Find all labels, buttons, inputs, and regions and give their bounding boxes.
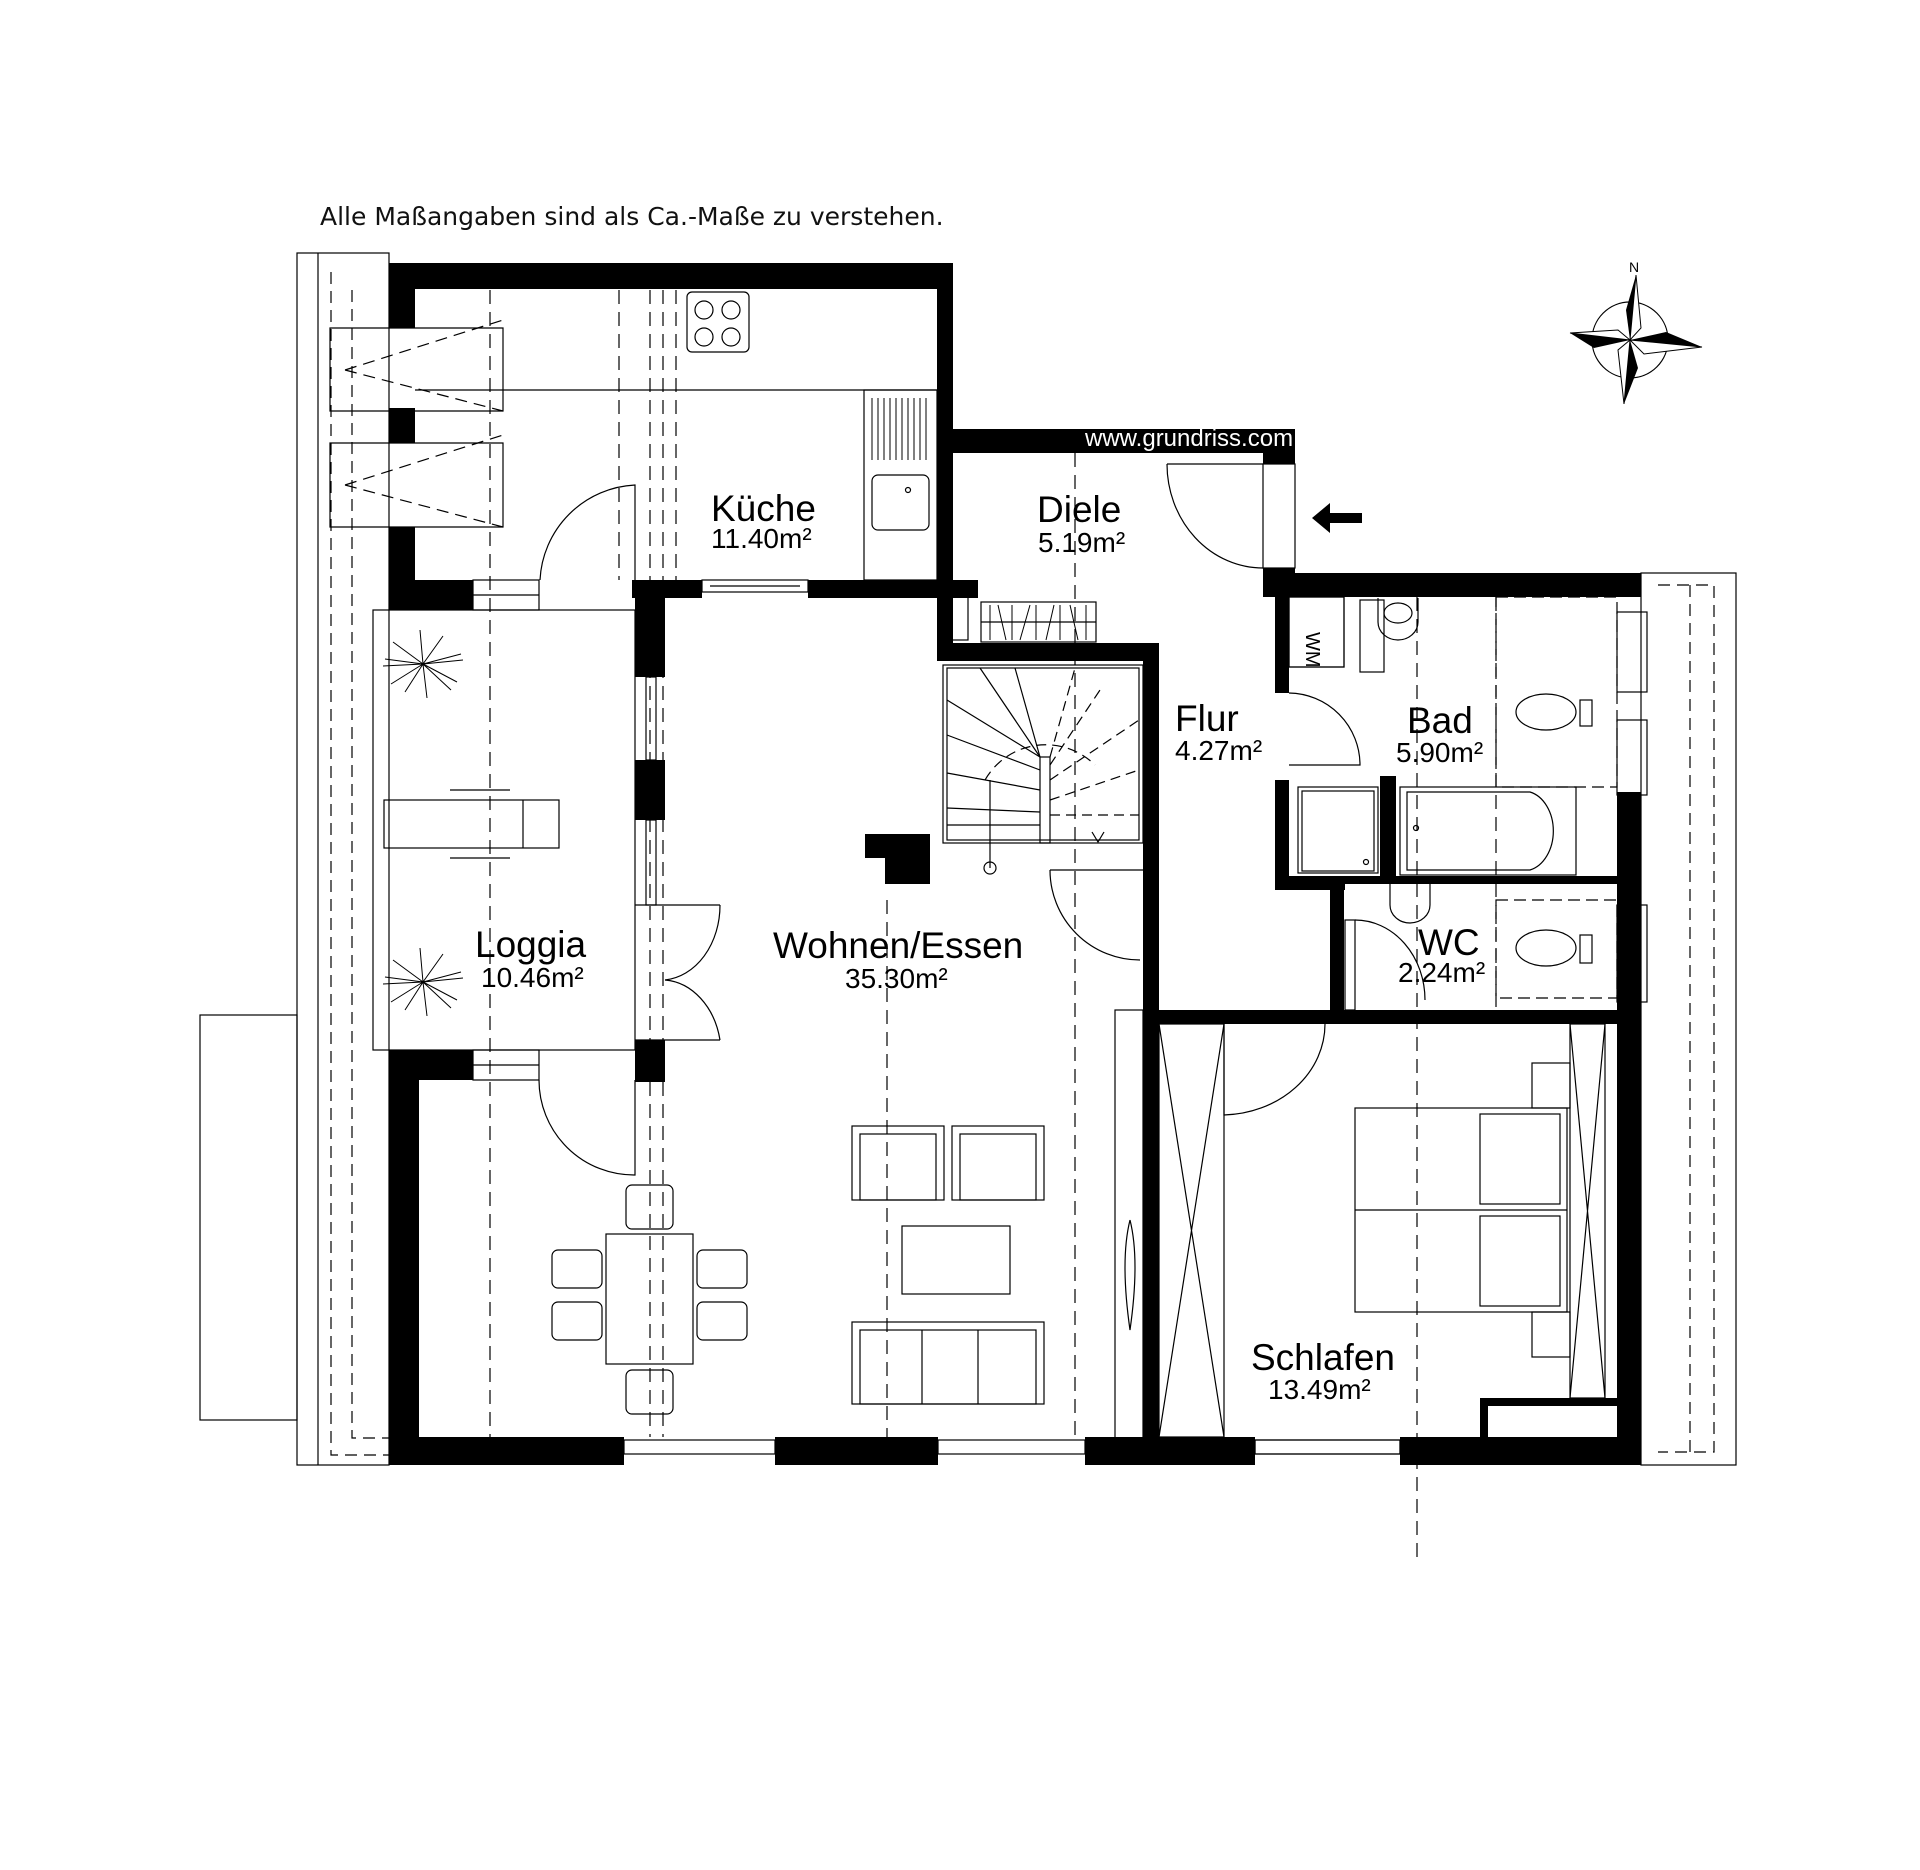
room-area: 5.19m²	[1038, 527, 1125, 558]
right-balcony	[1640, 572, 1737, 1466]
walls	[389, 263, 1641, 1465]
room-name: WC	[1418, 922, 1480, 963]
room-name: Wohnen/Essen	[773, 925, 1023, 966]
room-area: 35.30m²	[845, 963, 948, 994]
room-bad: Bad 5.90m²	[1396, 700, 1483, 768]
room-area: 13.49m²	[1268, 1374, 1371, 1405]
watermark-text: www.grundriss.com	[1084, 425, 1293, 452]
room-wc: WC 2.24m²	[1398, 922, 1485, 988]
room-name: Bad	[1407, 700, 1473, 741]
room-name: Diele	[1037, 489, 1121, 530]
room-wohnen-essen: Wohnen/Essen 35.30m²	[773, 925, 1023, 994]
entrance-arrow-icon	[1312, 503, 1362, 533]
washer-label: WM	[1301, 632, 1323, 668]
room-name: Flur	[1175, 698, 1239, 739]
room-schlafen: Schlafen 13.49m²	[1251, 1337, 1395, 1405]
room-name: Küche	[711, 488, 816, 529]
room-flur: Flur 4.27m²	[1175, 698, 1262, 766]
room-diele: Diele 5.19m²	[1037, 489, 1125, 558]
room-area: 10.46m²	[481, 962, 584, 993]
room-name: Loggia	[475, 924, 587, 965]
room-loggia: Loggia 10.46m²	[475, 924, 587, 993]
room-area: 2.24m²	[1398, 957, 1485, 988]
room-area: 11.40m²	[711, 523, 812, 554]
left-balcony	[199, 252, 390, 1466]
plant-icon	[382, 629, 464, 1017]
room-area: 5.90m²	[1396, 737, 1483, 768]
compass-icon: N	[1569, 259, 1703, 405]
north-label: N	[1629, 259, 1639, 275]
disclaimer-note: Alle Maßangaben sind als Ca.-Maße zu ver…	[320, 202, 944, 231]
room-name: Schlafen	[1251, 1337, 1395, 1378]
room-area: 4.27m²	[1175, 735, 1262, 766]
room-kueche: Küche 11.40m²	[711, 488, 816, 554]
